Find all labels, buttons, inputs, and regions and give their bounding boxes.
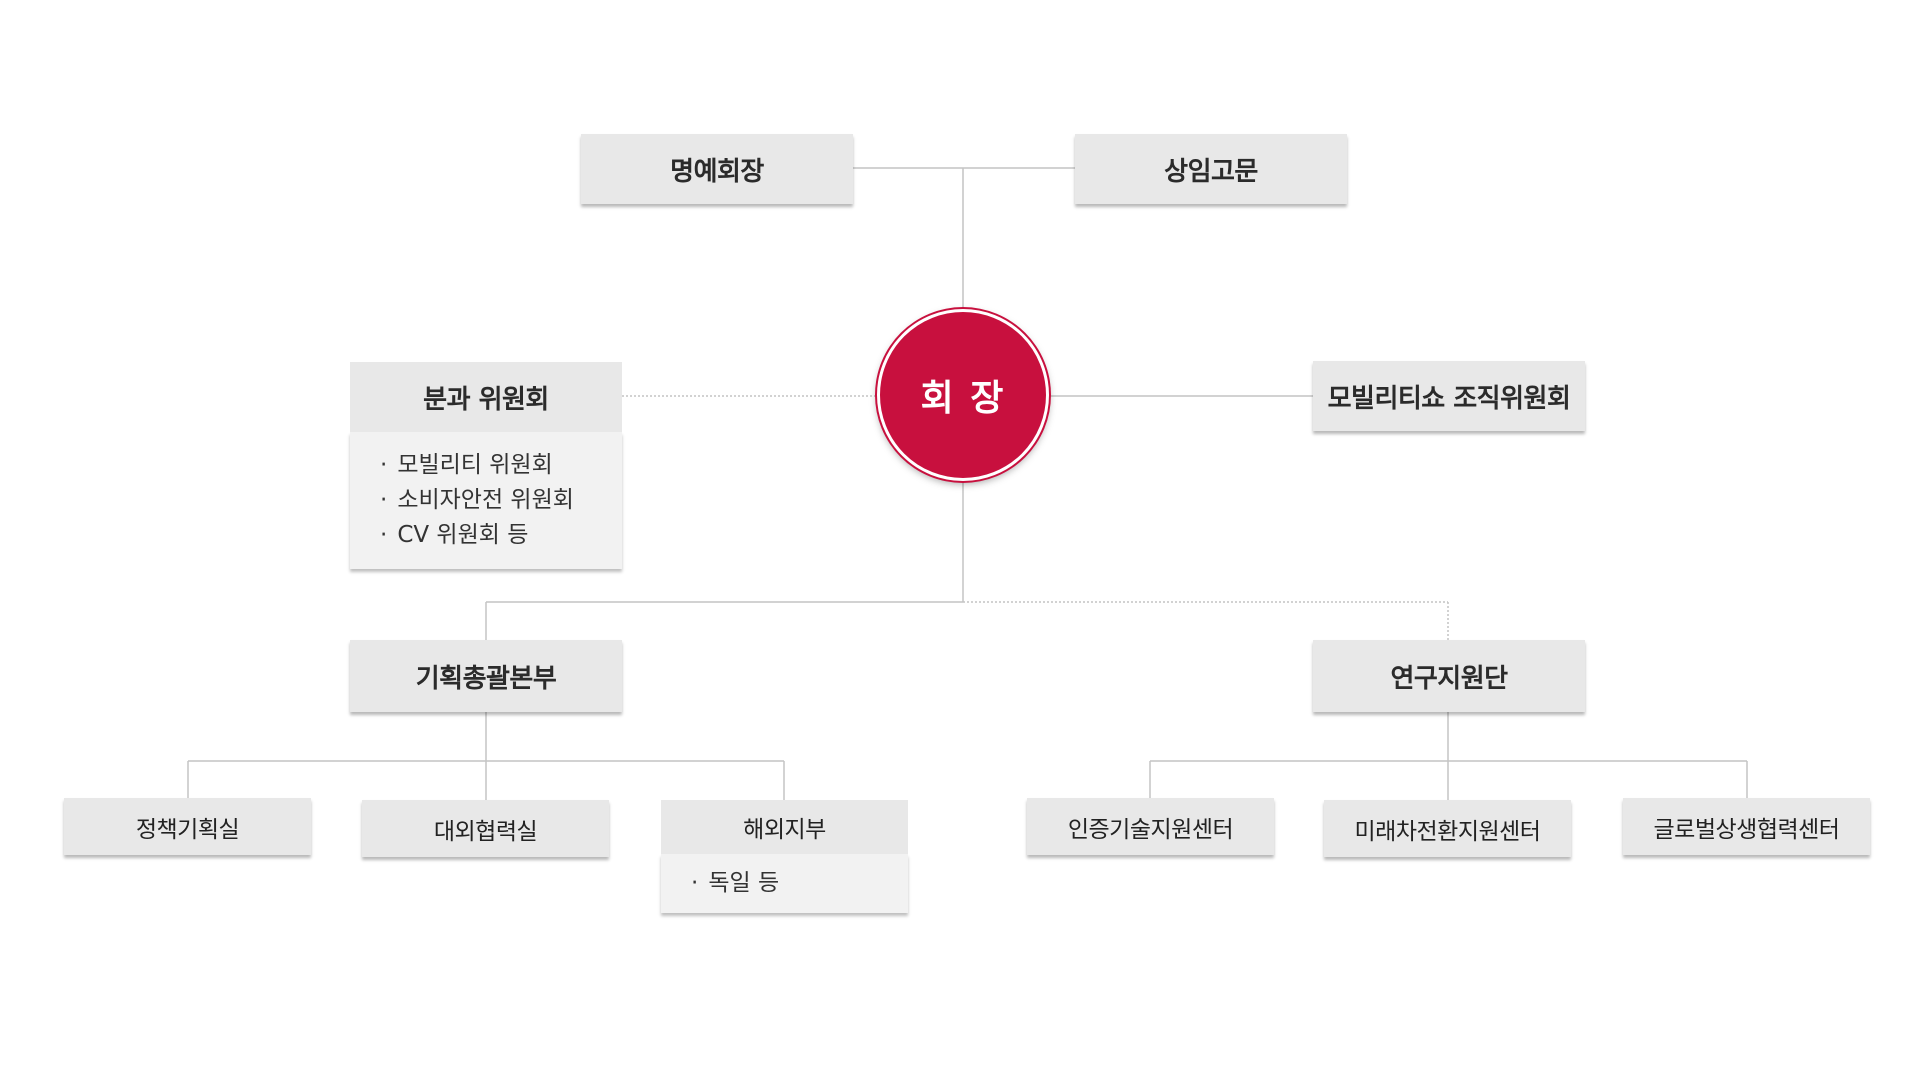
standing-advisor-label: 상임고문 <box>1164 156 1258 187</box>
standing-advisor-box: 상임고문 <box>1075 134 1347 204</box>
overseas-branch-box: 해외지부 <box>661 800 908 854</box>
overseas-branch-detail: 독일 등 <box>661 854 908 913</box>
planning-hq-box: 기획총괄본부 <box>350 640 622 712</box>
global-cooperation-center-label: 글로벌상생협력센터 <box>1653 816 1840 843</box>
mobility-show-committee-box: 모빌리티쇼 조직위원회 <box>1313 361 1585 431</box>
global-cooperation-center-box: 글로벌상생협력센터 <box>1623 798 1870 855</box>
external-cooperation-office-box: 대외협력실 <box>362 800 609 857</box>
future-vehicle-center-label: 미래차전환지원센터 <box>1354 818 1541 845</box>
research-group-label: 연구지원단 <box>1390 663 1508 694</box>
policy-planning-office-box: 정책기획실 <box>64 798 311 855</box>
committees-box: 분과 위원회 <box>350 362 622 432</box>
mobility-show-committee-label: 모빌리티쇼 조직위원회 <box>1327 383 1571 414</box>
committees-title: 분과 위원회 <box>423 384 549 415</box>
overseas-branch-label: 해외지부 <box>743 817 826 843</box>
certification-tech-center-label: 인증기술지원센터 <box>1067 816 1234 843</box>
chairman-circle: 회 장 <box>877 309 1049 481</box>
chairman-label: 회 장 <box>920 378 1006 419</box>
planning-hq-label: 기획총괄본부 <box>415 663 557 694</box>
committee-item: CV 위원회 등 <box>380 518 622 553</box>
committee-item: 모빌리티 위원회 <box>380 448 622 483</box>
honorary-chairman-box: 명예회장 <box>581 134 853 204</box>
external-cooperation-office-label: 대외협력실 <box>433 818 538 845</box>
future-vehicle-center-box: 미래차전환지원센터 <box>1324 800 1571 857</box>
research-group-box: 연구지원단 <box>1313 640 1585 712</box>
honorary-chairman-label: 명예회장 <box>670 156 764 187</box>
overseas-branch-item: 독일 등 <box>691 866 908 901</box>
policy-planning-office-label: 정책기획실 <box>135 816 240 843</box>
committees-detail: 모빌리티 위원회 소비자안전 위원회 CV 위원회 등 <box>350 432 622 569</box>
committee-item: 소비자안전 위원회 <box>380 483 622 518</box>
certification-tech-center-box: 인증기술지원센터 <box>1027 798 1274 855</box>
